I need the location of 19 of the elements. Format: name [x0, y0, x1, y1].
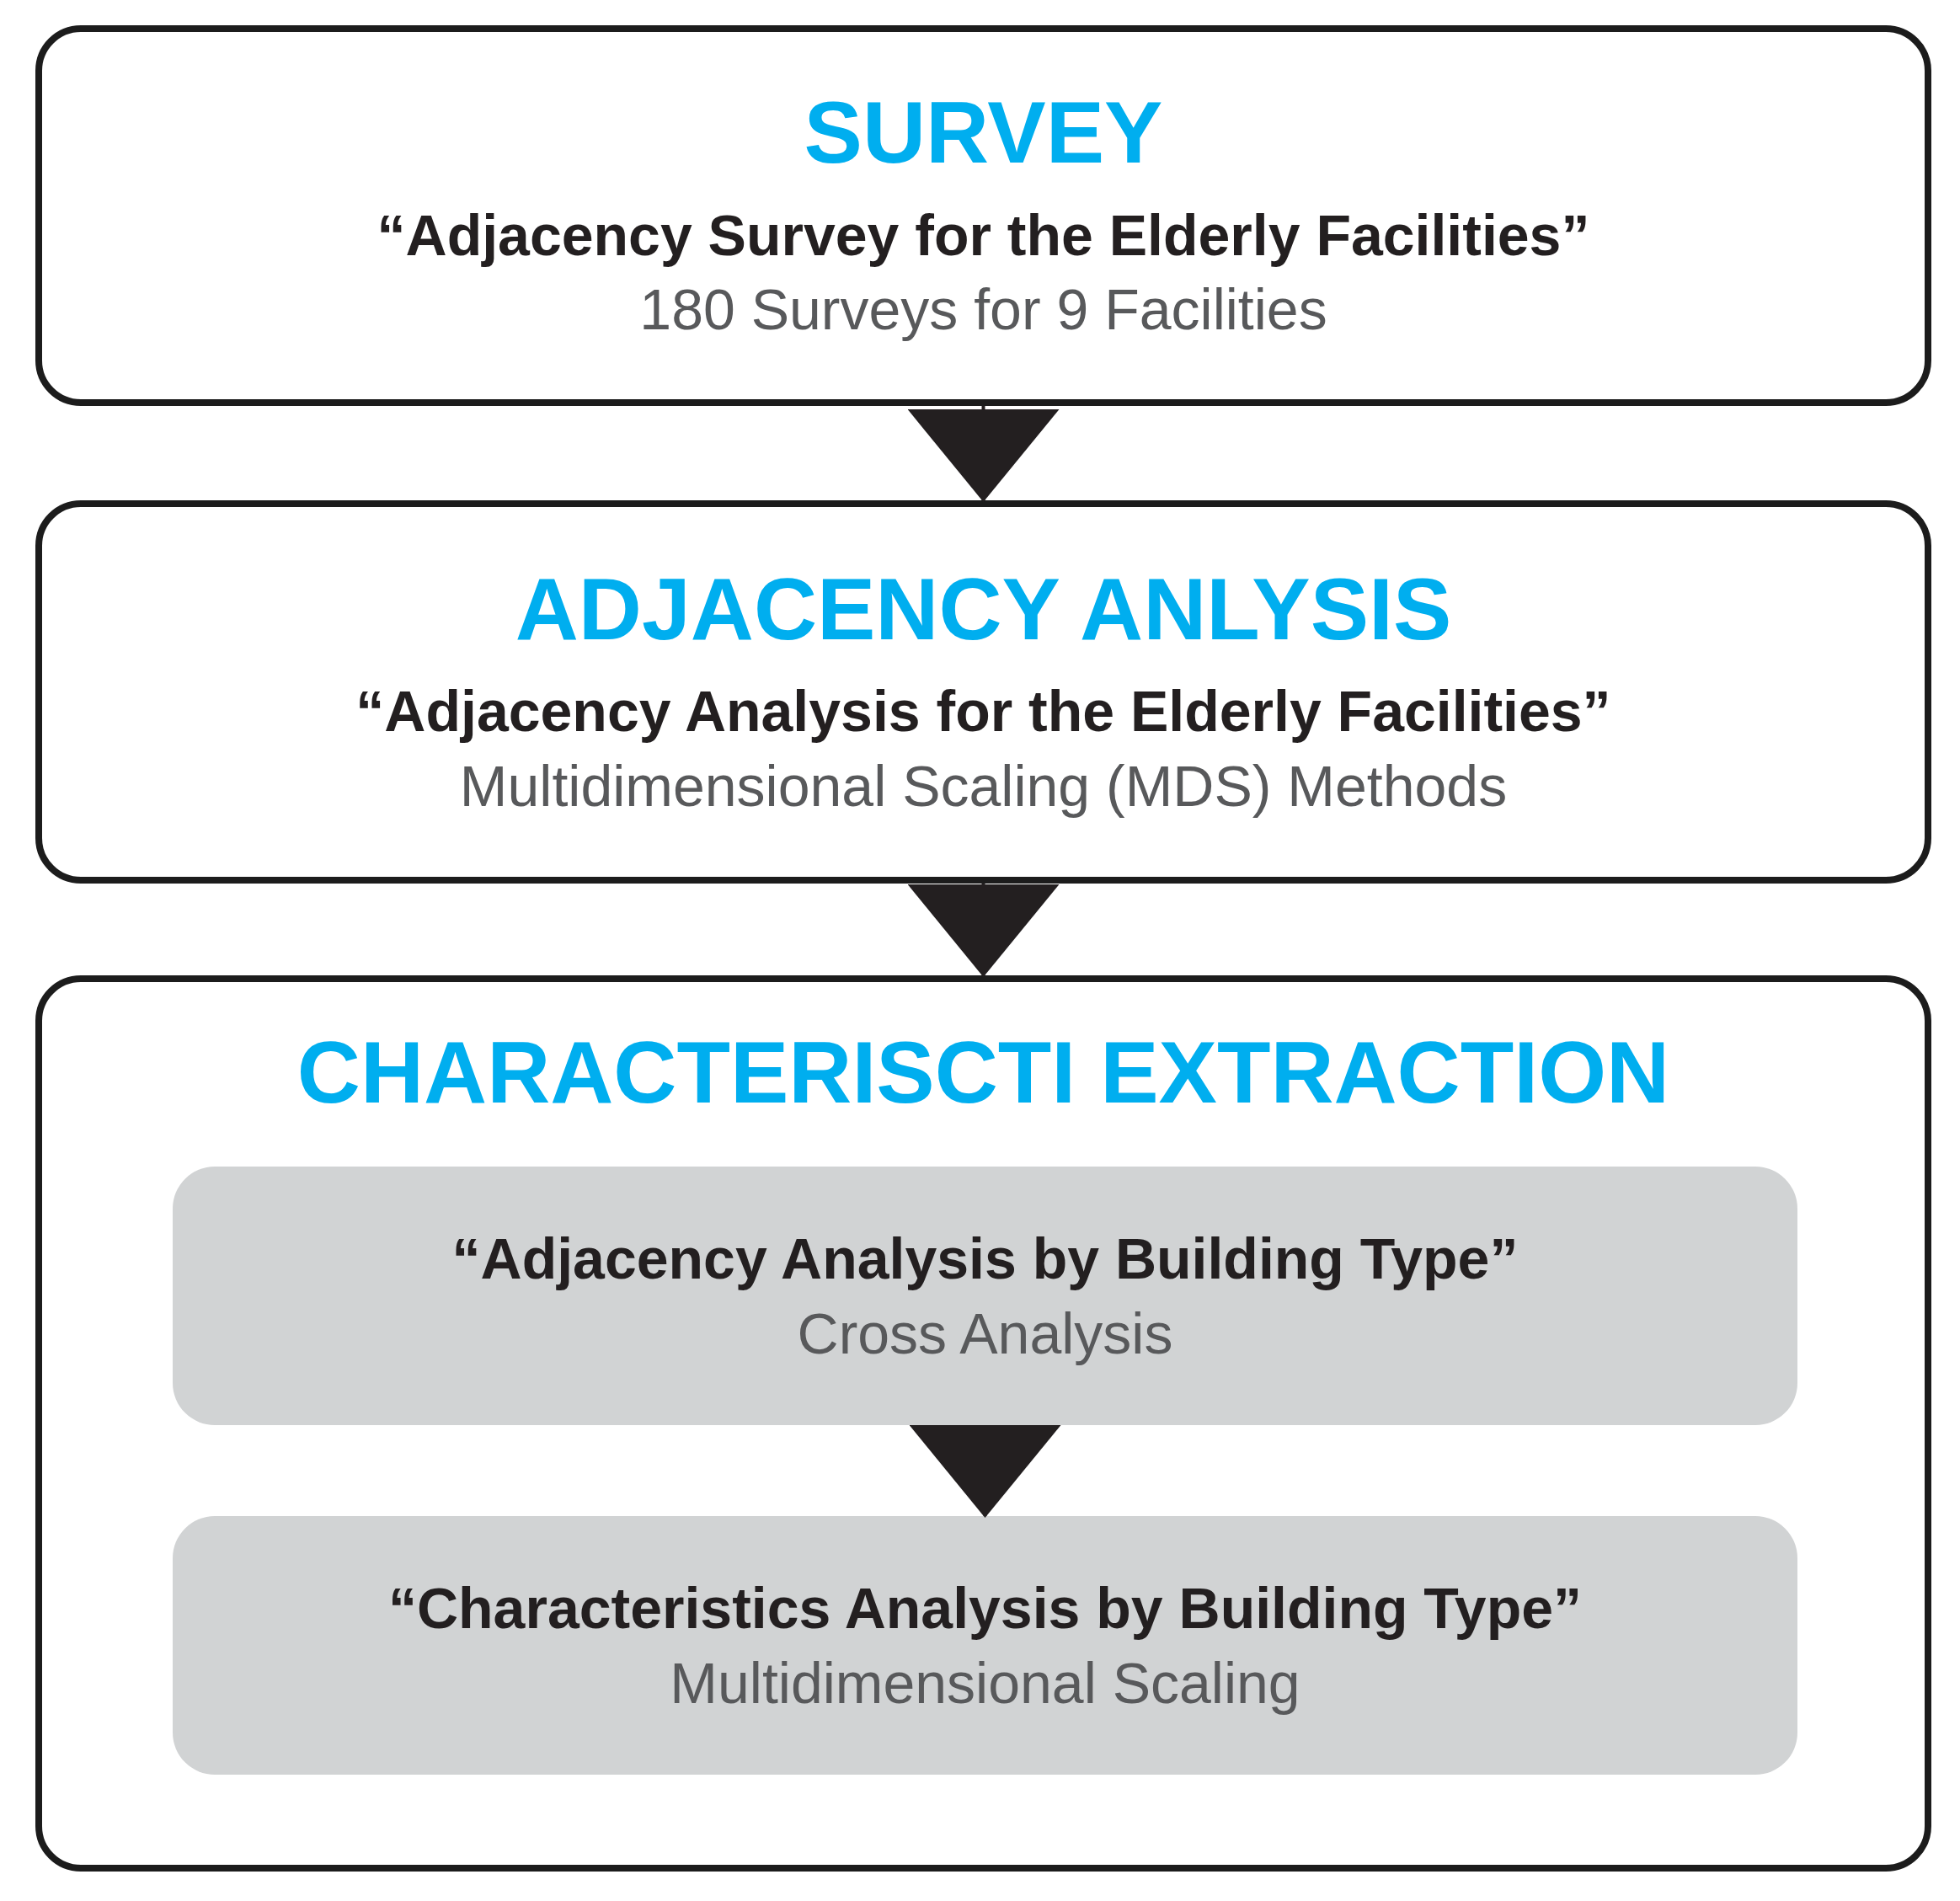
stage-heading: “Adjacency Analysis for the Elderly Facilities”: [355, 678, 1611, 745]
stage-box: [35, 500, 1931, 884]
stage-subtitle: Multidimensional Scaling (MDS) Methods: [459, 752, 1508, 820]
stage-heading: “Adjacency Analysis by Building Type”: [451, 1226, 1519, 1293]
arrow: [909, 1425, 1061, 1518]
stage-heading: “Adjacency Survey for the Elderly Facilities”: [377, 201, 1590, 269]
step-box: [173, 1516, 1797, 1775]
stage-subtitle: Cross Analysis: [797, 1300, 1173, 1367]
stage-heading: “Characteristics Analysis by Building Type”: [387, 1575, 1583, 1642]
arrow: [907, 406, 1060, 502]
stage-box: [35, 975, 1931, 1872]
stage-subtitle: 180 Surveys for 9 Facilities: [639, 276, 1327, 344]
step-box: [173, 1167, 1797, 1425]
stage-box: [35, 25, 1931, 406]
arrow: [907, 884, 1060, 977]
stage-title: ADJACENCY ANLYSIS: [515, 560, 1452, 658]
stage-subtitle: Multidimensional Scaling: [670, 1649, 1300, 1717]
stage-title: CHARACTERISCTI EXTRACTION: [296, 1024, 1670, 1121]
stage-title: SURVEY: [804, 84, 1163, 181]
